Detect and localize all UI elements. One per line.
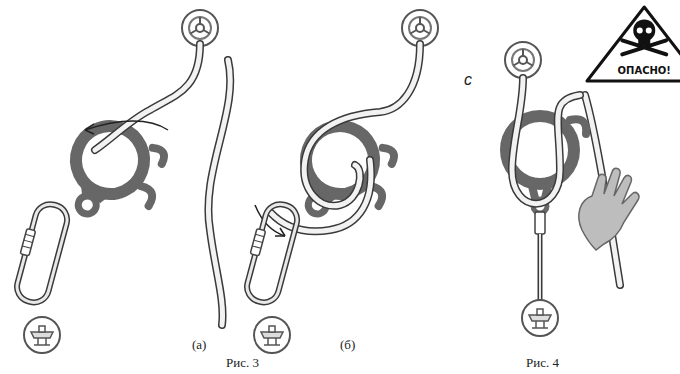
panel-letter: (а): [192, 338, 206, 351]
warning-text: ОПАСНО!: [584, 66, 680, 76]
figure-caption: Рис. 3: [226, 356, 259, 369]
skull-symbol: [622, 19, 666, 54]
figure-caption: Рис. 4: [526, 356, 559, 369]
panel-letter: (б): [340, 338, 355, 351]
panel-letter: c: [464, 72, 472, 88]
warning-sign: ОПАСНО!: [584, 4, 680, 84]
